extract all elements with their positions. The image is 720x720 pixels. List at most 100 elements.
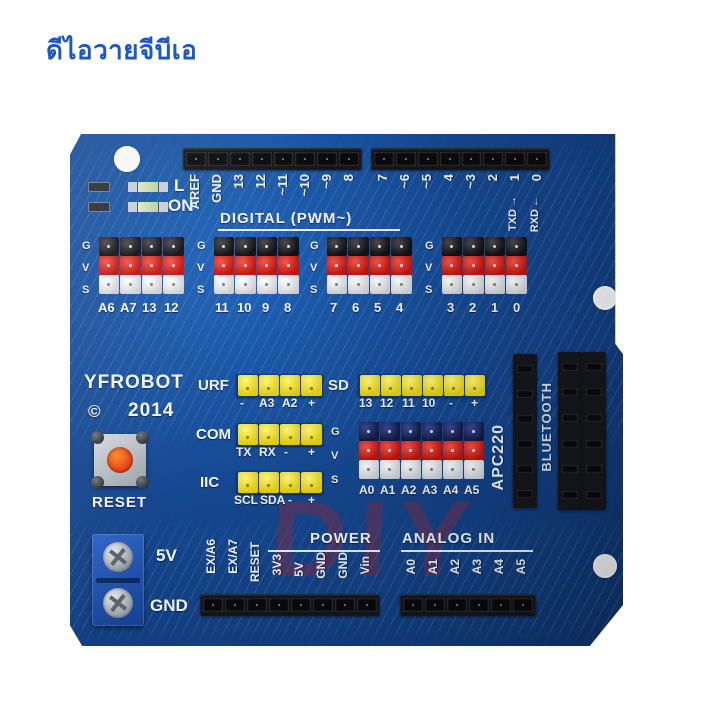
- analog-row-signal[interactable]: [358, 460, 484, 479]
- sd-connector[interactable]: [358, 374, 486, 397]
- connector-pin[interactable]: [380, 375, 401, 396]
- sensor-row-signal[interactable]: [441, 275, 527, 294]
- header-pin[interactable]: [505, 151, 526, 167]
- header-pin[interactable]: [207, 151, 228, 167]
- apc220-socket[interactable]: [513, 354, 537, 508]
- socket-cell[interactable]: [562, 414, 578, 423]
- sensor-row-signal[interactable]: [326, 275, 412, 294]
- connector-pin[interactable]: [301, 424, 322, 445]
- header-pin[interactable]: [491, 597, 511, 613]
- screw-terminal-screw-top[interactable]: [103, 542, 133, 572]
- socket-cell[interactable]: [517, 364, 533, 373]
- screw-terminal-screw-bottom[interactable]: [103, 588, 133, 618]
- sensor-block-2[interactable]: [213, 237, 299, 294]
- reset-button-cap[interactable]: [107, 447, 133, 473]
- header-pin[interactable]: [186, 151, 206, 167]
- analog-sensor-block[interactable]: [358, 422, 484, 479]
- reset-button[interactable]: [91, 431, 149, 489]
- header-pin[interactable]: [247, 597, 267, 613]
- connector-pin[interactable]: [258, 375, 279, 396]
- connector-pin[interactable]: [280, 424, 301, 445]
- connector-pin[interactable]: [258, 472, 279, 493]
- header-pin[interactable]: [317, 151, 338, 167]
- analog-row-ground[interactable]: [358, 422, 484, 441]
- socket-cell[interactable]: [586, 414, 602, 423]
- socket-cell[interactable]: [517, 439, 533, 448]
- connector-pin[interactable]: [258, 424, 279, 445]
- header-pin[interactable]: [225, 597, 245, 613]
- connector-pin[interactable]: [237, 375, 258, 396]
- connector-pin[interactable]: [301, 375, 322, 396]
- power-header[interactable]: [200, 594, 380, 616]
- socket-cell[interactable]: [562, 362, 578, 371]
- sensor-block-3[interactable]: [326, 237, 412, 294]
- connector-pin[interactable]: [280, 375, 301, 396]
- header-pin[interactable]: [513, 597, 533, 613]
- socket-cell[interactable]: [586, 388, 602, 397]
- header-pin[interactable]: [425, 597, 445, 613]
- digital-header-left[interactable]: [183, 148, 362, 170]
- analog-row-vcc[interactable]: [358, 441, 484, 460]
- connector-pin[interactable]: [443, 375, 464, 396]
- sensor-row-ground[interactable]: [98, 237, 184, 256]
- bluetooth-socket[interactable]: [558, 352, 582, 510]
- connector-pin[interactable]: [237, 472, 258, 493]
- header-pin[interactable]: [417, 151, 438, 167]
- socket-cell[interactable]: [586, 439, 602, 448]
- socket-cell[interactable]: [586, 491, 602, 500]
- header-pin[interactable]: [335, 597, 355, 613]
- connector-pin[interactable]: [301, 472, 322, 493]
- header-pin[interactable]: [469, 597, 489, 613]
- socket-cell[interactable]: [517, 389, 533, 398]
- socket-cell[interactable]: [586, 465, 602, 474]
- sensor-block-1[interactable]: [98, 237, 184, 294]
- header-pin[interactable]: [395, 151, 416, 167]
- header-pin[interactable]: [447, 597, 467, 613]
- iic-connector[interactable]: [236, 471, 323, 494]
- header-pin[interactable]: [269, 597, 289, 613]
- header-pin[interactable]: [203, 597, 223, 613]
- urf-connector[interactable]: [236, 374, 323, 397]
- bluetooth-socket-outer[interactable]: [582, 352, 606, 510]
- socket-cell[interactable]: [562, 491, 578, 500]
- header-pin[interactable]: [439, 151, 460, 167]
- header-pin[interactable]: [483, 151, 504, 167]
- header-pin[interactable]: [527, 151, 547, 167]
- sensor-row-signal[interactable]: [98, 275, 184, 294]
- header-pin[interactable]: [313, 597, 333, 613]
- header-pin[interactable]: [229, 151, 250, 167]
- sensor-row-ground[interactable]: [441, 237, 527, 256]
- header-pin[interactable]: [273, 151, 294, 167]
- socket-cell[interactable]: [562, 388, 578, 397]
- digital-header-right[interactable]: [371, 148, 550, 170]
- header-pin[interactable]: [461, 151, 482, 167]
- sensor-row-ground[interactable]: [213, 237, 299, 256]
- socket-cell[interactable]: [562, 439, 578, 448]
- header-pin[interactable]: [251, 151, 272, 167]
- sensor-row-vcc[interactable]: [326, 256, 412, 275]
- connector-pin[interactable]: [280, 472, 301, 493]
- socket-cell[interactable]: [517, 464, 533, 473]
- header-pin[interactable]: [295, 151, 316, 167]
- com-connector[interactable]: [236, 423, 323, 446]
- header-pin[interactable]: [403, 597, 423, 613]
- connector-pin[interactable]: [359, 375, 380, 396]
- header-pin[interactable]: [291, 597, 311, 613]
- analog-in-header[interactable]: [400, 594, 536, 616]
- header-pin[interactable]: [374, 151, 394, 167]
- sensor-row-signal[interactable]: [213, 275, 299, 294]
- socket-cell[interactable]: [517, 414, 533, 423]
- connector-pin[interactable]: [401, 375, 422, 396]
- connector-pin[interactable]: [237, 424, 258, 445]
- header-pin[interactable]: [339, 151, 359, 167]
- socket-cell[interactable]: [562, 465, 578, 474]
- socket-cell[interactable]: [517, 489, 533, 498]
- sensor-row-vcc[interactable]: [98, 256, 184, 275]
- connector-pin[interactable]: [422, 375, 443, 396]
- sensor-row-vcc[interactable]: [213, 256, 299, 275]
- header-pin[interactable]: [357, 597, 377, 613]
- screw-terminal[interactable]: [92, 534, 144, 626]
- sensor-row-ground[interactable]: [326, 237, 412, 256]
- sensor-block-4[interactable]: [441, 237, 527, 294]
- connector-pin[interactable]: [464, 375, 485, 396]
